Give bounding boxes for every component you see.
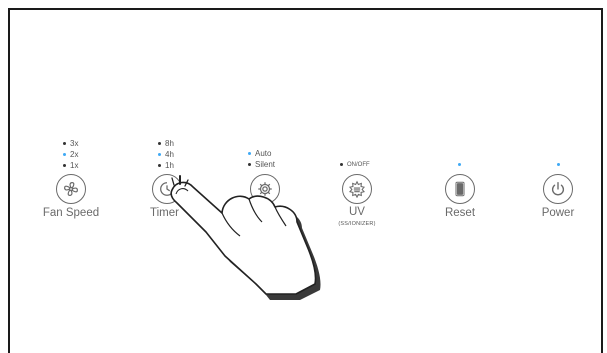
timer-level-8h: 8h — [158, 139, 174, 149]
gear-icon — [256, 180, 274, 198]
fan-speed-level-3x: 3x — [63, 139, 78, 149]
power-icon — [549, 180, 567, 198]
power-button[interactable] — [543, 174, 573, 204]
fan-speed-button[interactable] — [56, 174, 86, 204]
timer-level-4h: 4h — [158, 150, 174, 160]
reset-button[interactable] — [445, 174, 475, 204]
uv-sun-icon — [348, 180, 366, 198]
filter-icon — [451, 180, 469, 198]
mode-level-silent: Silent — [248, 160, 275, 170]
mode-level-auto: Auto — [248, 149, 271, 159]
mode-button[interactable] — [250, 174, 280, 204]
timer-icon — [158, 180, 176, 198]
fan-speed-level-2x: 2x — [63, 150, 78, 160]
timer-button[interactable] — [152, 174, 182, 204]
control-panel-frame — [8, 8, 603, 353]
fan-icon — [62, 180, 80, 198]
power-label: Power — [538, 207, 578, 219]
reset-indicator — [458, 163, 461, 166]
uv-button[interactable] — [342, 174, 372, 204]
fan-speed-level-1x: 1x — [63, 161, 78, 171]
reset-label: Reset — [440, 207, 480, 219]
timer-label: Timer — [150, 207, 190, 219]
power-indicator — [557, 163, 560, 166]
fan-speed-label: Fan Speed — [31, 207, 111, 219]
uv-label: UV — [337, 206, 377, 218]
timer-level-1h: 1h — [158, 161, 174, 171]
uv-indicator: ON/OFF — [340, 160, 370, 170]
mode-label: Mode — [252, 207, 292, 219]
uv-sublabel: (SS/IONIZER) — [327, 221, 387, 227]
